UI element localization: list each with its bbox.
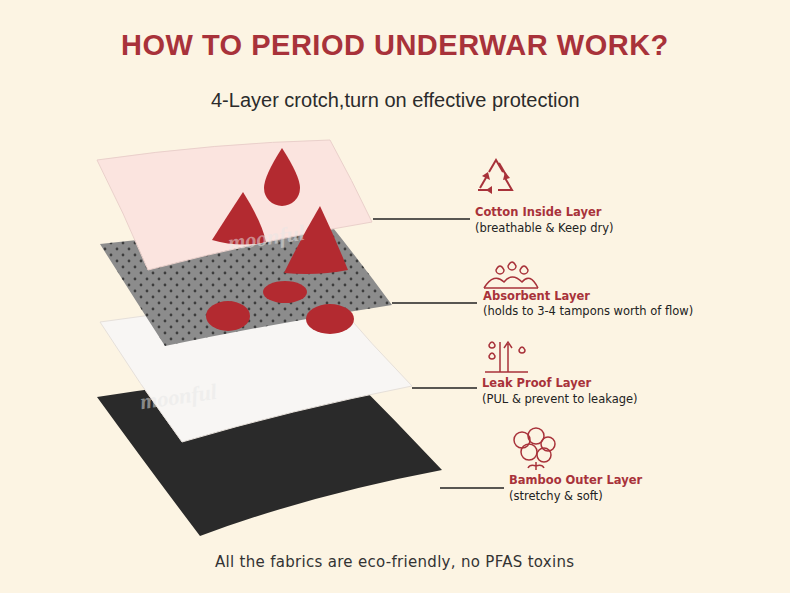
leak-proof-icon	[485, 342, 528, 372]
recycle-icon	[478, 160, 512, 194]
layer-note: (holds to 3-4 tampons worth of flow)	[483, 304, 693, 318]
subtitle: 4-Layer crotch,turn on effective protect…	[211, 89, 580, 112]
layer-note: (stretchy & soft)	[509, 489, 603, 503]
layer-note: (breathable & Keep dry)	[475, 221, 613, 235]
layer-name: Cotton Inside Layer	[475, 205, 601, 219]
layer-name: Absorbent Layer	[483, 289, 590, 303]
layer-note: (PUL & prevent to leakage)	[482, 392, 638, 406]
absorbent-icon	[484, 262, 538, 288]
layer-name: Bamboo Outer Layer	[509, 473, 642, 487]
layer-name: Leak Proof Layer	[482, 376, 591, 390]
page-caption: All the fabrics are eco-friendly, no PFA…	[215, 553, 574, 571]
cotton-icon	[514, 428, 555, 470]
page-title: HOW TO PERIOD UNDERWAR WORK?	[121, 29, 669, 62]
